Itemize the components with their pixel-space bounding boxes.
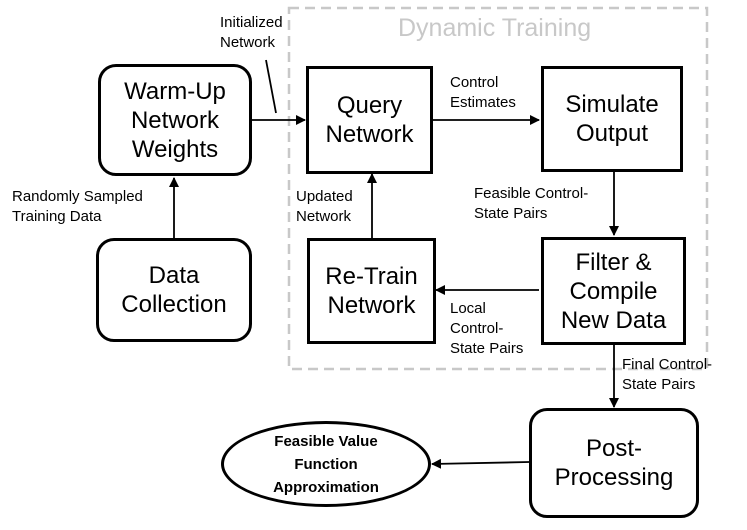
feasible-value-function-node: Feasible Value Function Approximation: [221, 421, 431, 507]
post-processing-label: Post- Processing: [554, 435, 674, 491]
label-initialized-network: Initialized Network: [220, 14, 283, 51]
query-network-node: Query Network: [306, 66, 433, 174]
data-collection-label: Data Collection: [121, 262, 227, 318]
query-network-label: Query Network: [325, 92, 414, 148]
feasible-value-function-label: Feasible Value Function Approximation: [273, 432, 379, 496]
data-collection-node: Data Collection: [96, 238, 252, 342]
simulate-output-label: Simulate Output: [565, 91, 659, 147]
label-control-estimates: Control Estimates: [450, 74, 516, 111]
warm-up-network-weights-label: Warm-Up Network Weights: [124, 77, 226, 163]
post-processing-node: Post- Processing: [529, 408, 699, 518]
filter-compile-label: Filter & Compile New Data: [560, 248, 667, 334]
filter-compile-node: Filter & Compile New Data: [541, 237, 686, 345]
re-train-network-label: Re-Train Network: [325, 263, 418, 319]
label-feasible-pairs: Feasible Control- State Pairs: [474, 185, 589, 222]
leader-initialized-network: [265, 59, 277, 114]
dynamic-training-region: [287, 6, 709, 371]
dynamic-training-title: Dynamic Training: [398, 14, 592, 42]
label-local-pairs: Local Control- State Pairs: [450, 300, 524, 357]
simulate-output-node: Simulate Output: [541, 66, 683, 172]
label-final-pairs: Final Control- State Pairs: [622, 356, 713, 393]
re-train-network-node: Re-Train Network: [307, 238, 436, 344]
label-updated-network: Updated Network: [296, 188, 353, 225]
label-randomly-sampled: Randomly Sampled Training Data: [12, 188, 143, 225]
edge-postprocessing-to-final: [431, 458, 530, 469]
warm-up-network-weights-node: Warm-Up Network Weights: [98, 64, 252, 176]
